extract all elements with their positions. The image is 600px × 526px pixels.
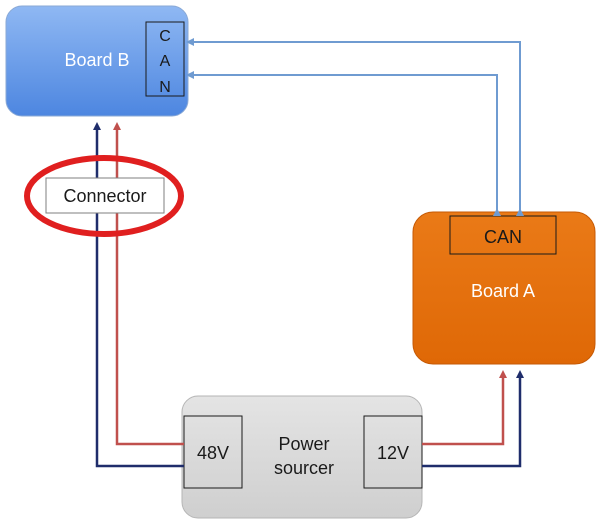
wire-positive-48v-to-board-b	[113, 122, 184, 446]
board-b-can-letter: N	[159, 79, 171, 96]
power-label-line1: Power	[278, 434, 329, 454]
board-b-can-port	[145, 21, 185, 97]
connector: Connector	[45, 177, 165, 214]
wire-negative-12v-to-board-a	[422, 370, 524, 468]
wire-positive-12v-to-board-a	[422, 370, 507, 446]
board-a-label: Board A	[471, 281, 535, 301]
port-48v	[183, 415, 243, 489]
board-a-can-port	[449, 215, 557, 255]
can-line-inner	[186, 71, 501, 216]
power-label-line2: sourcer	[274, 458, 334, 478]
power-sourcer: 48V 12V Power sourcer	[181, 395, 423, 519]
board-b: Board B C A N	[5, 5, 189, 117]
connector-highlight-ring	[24, 155, 184, 237]
board-b-can-letter: A	[160, 53, 171, 70]
can-line-outer	[186, 38, 524, 216]
board-b-can-letter: C	[159, 28, 171, 45]
port-12v	[363, 415, 423, 489]
connector-label: Connector	[63, 186, 146, 206]
wire-negative-48v-to-board-b	[93, 122, 184, 468]
board-a: CAN Board A	[412, 211, 596, 365]
port-12v-label: 12V	[377, 443, 409, 463]
port-48v-label: 48V	[197, 443, 229, 463]
board-b-label: Board B	[64, 50, 129, 70]
board-a-can-label: CAN	[484, 227, 522, 247]
